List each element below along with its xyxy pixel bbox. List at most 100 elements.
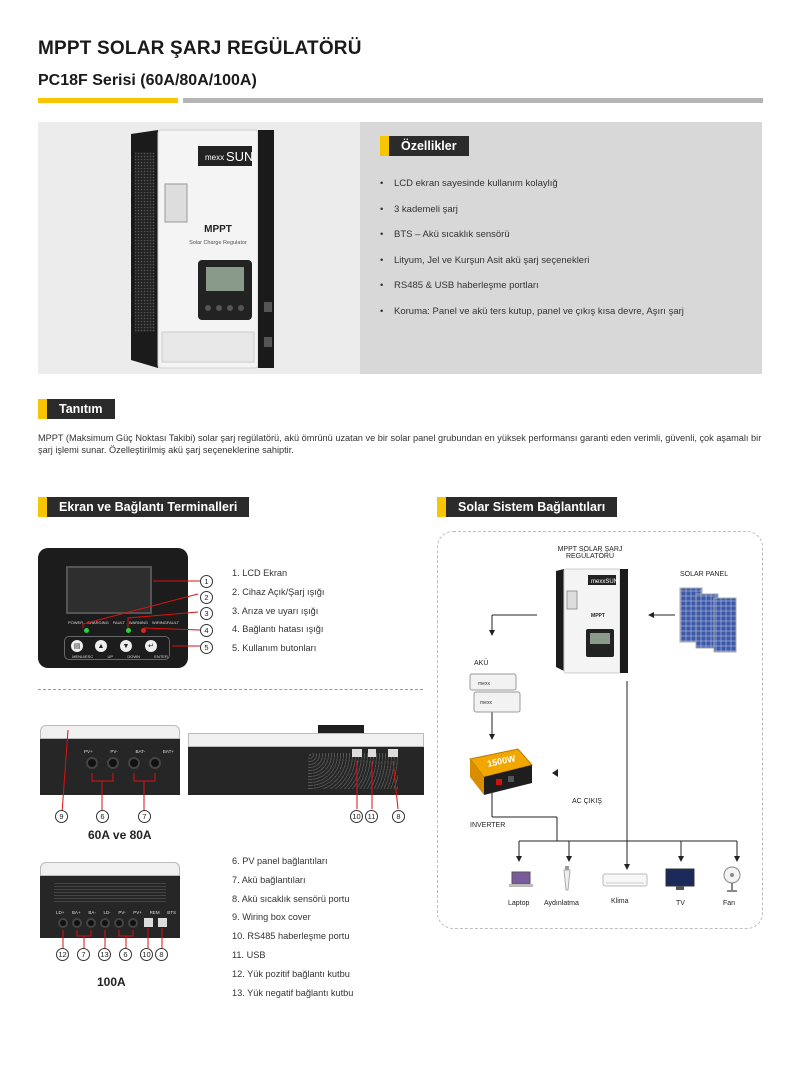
terminals-tag: Ekran ve Bağlantı Terminalleri	[38, 497, 250, 517]
callout-2: 2	[200, 591, 213, 604]
display-leader-lines	[82, 580, 203, 647]
enter-button[interactable]: ↵	[145, 640, 157, 652]
display-parts-list: 1. LCD Ekran 2. Cihaz Açık/Şarj ışığı 3.…	[232, 568, 324, 662]
list-item: •Lityum, Jel ve Kurşun Asit akü şarj seç…	[380, 254, 590, 266]
fan-icon	[723, 866, 741, 892]
section-divider	[38, 689, 423, 690]
callout-4: 4	[200, 624, 213, 637]
inverter-label: INVERTER	[470, 822, 506, 829]
device-model-text: MPPT	[204, 224, 232, 235]
regulator-label: MPPT SOLAR ŞARJ REGÜLATÖRÜ	[557, 546, 623, 560]
list-item: 11. USB	[232, 949, 266, 960]
air-conditioner-icon	[602, 873, 648, 887]
title-rule-grey	[183, 98, 763, 103]
list-item: 3. Arıza ve uyarı ışığı	[232, 605, 319, 616]
terminal-parts-list: 6. PV panel bağlantıları 7. Akü bağlantı…	[232, 856, 353, 1006]
callout-6b: 6	[119, 948, 132, 961]
list-item: 8. Akü sıcaklık sensörü portu	[232, 893, 350, 904]
power-led	[84, 628, 89, 633]
callout-8: 8	[392, 810, 405, 823]
terminals-heading: Ekran ve Bağlantı Terminalleri	[47, 497, 250, 517]
load-fan: Fan	[723, 900, 736, 907]
ac-output-label: AC ÇIKIŞ	[572, 798, 602, 805]
solar-panel-label: SOLAR PANEL	[680, 571, 729, 578]
fault-led	[126, 628, 131, 633]
regulator-device-image: mexx SUN MPPT Solar Charge Regulator	[131, 129, 274, 369]
menu-button[interactable]: ▤	[71, 640, 83, 652]
load-lighting: Aydınlatma	[544, 900, 579, 907]
lcd-screen	[66, 566, 152, 614]
page-title: MPPT SOLAR ŞARJ REGÜLATÖRÜ	[38, 38, 362, 59]
callout-3: 3	[200, 607, 213, 620]
load-tv: TV	[676, 900, 685, 907]
side-view-leaders	[356, 760, 399, 810]
list-item: 7. Akü bağlantıları	[232, 874, 306, 885]
svg-text:mexx: mexx	[480, 700, 492, 706]
list-item: •Koruma: Panel ve akü ters kutup, panel …	[380, 305, 684, 317]
page-subtitle: PC18F Serisi (60A/80A/100A)	[38, 72, 257, 89]
load-laptop: Laptop	[508, 900, 530, 907]
list-item: 6. PV panel bağlantıları	[232, 856, 328, 866]
svg-text:MPPT: MPPT	[591, 613, 605, 619]
list-item: 10. RS485 haberleşme portu	[232, 931, 350, 942]
wiring-fault-led	[141, 628, 146, 633]
side-view	[188, 725, 424, 795]
callout-13: 13	[98, 948, 111, 961]
tv-icon	[665, 868, 695, 890]
system-diagram-frame	[437, 531, 763, 929]
regulator-small-image: mexxSUN MPPT	[556, 568, 628, 674]
list-item: 12. Yük pozitif bağlantı kutbu	[232, 968, 350, 979]
system-connection-lines	[489, 612, 740, 870]
product-photo: mexx SUN MPPT Solar Charge Regulator	[38, 122, 360, 374]
down-button[interactable]: ▼	[120, 640, 132, 652]
list-item: •3 kademeli şarj	[380, 203, 458, 215]
title-rule-yellow	[38, 98, 178, 103]
lighting-icon	[563, 866, 571, 891]
list-item: •LCD ekran sayesinde kullanım kolaylığ	[380, 178, 558, 189]
laptop-icon	[509, 871, 533, 887]
intro-text: MPPT (Maksimum Güç Noktası Takibi) solar…	[38, 433, 762, 455]
callout-1: 1	[200, 575, 213, 588]
list-item: 9. Wiring box cover	[232, 912, 311, 923]
list-item: 4. Bağlantı hatası ışığı	[232, 624, 324, 635]
callout-9: 9	[55, 810, 68, 823]
caption-60a-80a: 60A ve 80A	[88, 828, 152, 842]
solar-panel-icon	[679, 587, 737, 653]
callout-12: 12	[56, 948, 69, 961]
battery-label: AKÜ	[474, 660, 489, 667]
callout-11: 11	[365, 810, 378, 823]
bottom-view-6080: PV+PV-BAT-BAT+	[40, 725, 180, 795]
list-item: •RS485 & USB haberleşme portları	[380, 280, 539, 291]
callout-8b: 8	[155, 948, 168, 961]
svg-text:mexx: mexx	[478, 681, 490, 687]
callout-7b: 7	[77, 948, 90, 961]
bottom-100a-leaders	[62, 928, 163, 948]
battery-icon: mexx mexx	[469, 673, 521, 713]
callout-6: 6	[96, 810, 109, 823]
button-strip	[64, 636, 170, 660]
bottom-6080-leaders	[61, 729, 156, 814]
load-ac: Klima	[611, 898, 629, 905]
brand-logo: mexx	[205, 153, 224, 162]
system-heading: Solar Sistem Bağlantıları	[446, 497, 618, 517]
callout-10b: 10	[140, 948, 153, 961]
features-list: •LCD ekran sayesinde kullanım kolaylığ •…	[380, 178, 684, 331]
intro-tag: Tanıtım	[38, 399, 115, 419]
svg-text:SUN: SUN	[226, 149, 253, 164]
callout-7: 7	[138, 810, 151, 823]
up-button[interactable]: ▲	[95, 640, 107, 652]
device-model-sub: Solar Charge Regulator	[189, 240, 247, 246]
list-item: 1. LCD Ekran	[232, 568, 288, 578]
features-tag: Özellikler	[380, 136, 469, 156]
callout-5: 5	[200, 641, 213, 654]
list-item: 5. Kullanım butonları	[232, 643, 317, 654]
features-heading: Özellikler	[389, 136, 469, 156]
callout-10: 10	[350, 810, 363, 823]
system-tag: Solar Sistem Bağlantıları	[437, 497, 618, 517]
list-item: •BTS – Akü sıcaklık sensörü	[380, 229, 510, 240]
list-item: 13. Yük negatif bağlantı kutbu	[232, 987, 354, 998]
list-item: 2. Cihaz Açık/Şarj ışığı	[232, 586, 325, 597]
